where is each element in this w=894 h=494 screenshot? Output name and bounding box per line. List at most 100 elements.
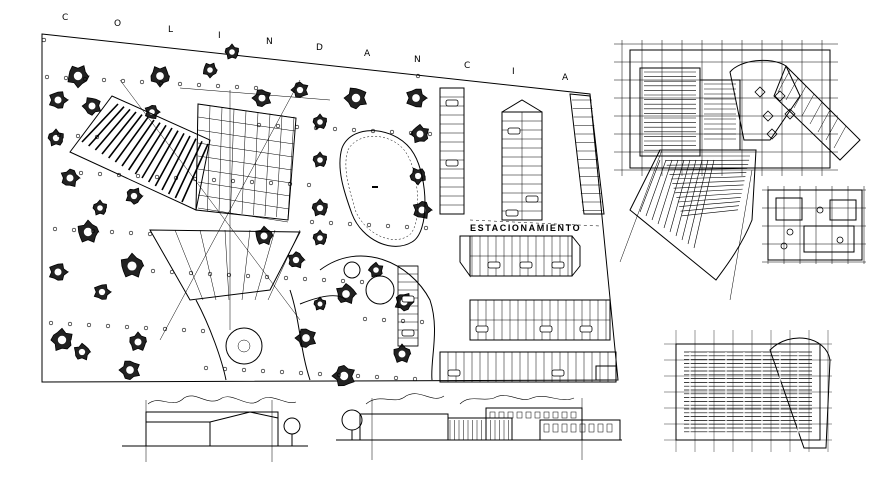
tree-symbol	[336, 282, 358, 305]
boundary-letter: C	[464, 61, 470, 71]
seating-row	[127, 122, 161, 171]
furniture-symbol	[786, 228, 794, 236]
shrub-symbol	[253, 85, 259, 91]
shrub-symbol	[150, 268, 156, 274]
tree-symbol	[311, 198, 328, 217]
furniture-symbol	[816, 206, 824, 214]
shrub-symbol	[264, 274, 270, 280]
trees	[47, 43, 434, 387]
shrub-symbol	[347, 221, 353, 227]
seating-row	[101, 111, 137, 155]
tree-symbol	[48, 91, 70, 109]
car-symbol	[445, 99, 459, 107]
boundary-letter: A	[364, 49, 371, 59]
shrub-symbol	[256, 122, 262, 128]
tree-symbol	[120, 252, 145, 278]
tree-symbol	[312, 151, 327, 168]
shrub-symbol	[241, 367, 247, 373]
shrub-symbol	[332, 126, 338, 132]
tree-symbol	[287, 251, 306, 269]
shrub-symbol	[158, 80, 164, 86]
tree-symbol	[294, 328, 317, 348]
car-symbol	[447, 369, 461, 377]
seating-row	[81, 103, 119, 143]
furniture-symbol	[762, 110, 774, 122]
shrub-symbol	[317, 371, 323, 377]
shrub-symbol	[419, 319, 425, 325]
seating-row	[167, 138, 197, 195]
car-symbol	[525, 195, 539, 203]
boundary-letter: O	[114, 19, 121, 29]
shrub-symbol	[97, 171, 103, 177]
car-symbol	[507, 127, 521, 135]
tree-symbol	[150, 66, 171, 88]
furniture-symbol	[774, 90, 786, 102]
garden-planter	[343, 261, 361, 279]
shrub-symbol	[86, 322, 92, 328]
shrub-symbol	[298, 370, 304, 376]
shrub-symbol	[355, 373, 361, 379]
shrub-symbol	[207, 271, 213, 277]
shrub-symbol	[120, 78, 126, 84]
shrub-symbol	[351, 127, 357, 133]
tree-symbol	[367, 261, 384, 278]
shrub-symbol	[260, 368, 266, 374]
car-symbol	[487, 261, 501, 269]
shrub-symbol	[196, 82, 202, 88]
shrubs	[41, 37, 433, 382]
garden-path	[299, 295, 347, 305]
shrub-symbol	[67, 321, 73, 327]
shrub-symbol	[381, 317, 387, 323]
furniture-symbol	[784, 108, 796, 120]
boundary-letter: L	[168, 25, 173, 35]
seating-row	[174, 140, 203, 199]
tree-symbol	[343, 87, 367, 110]
car-symbol	[475, 325, 489, 333]
shrub-symbol	[321, 277, 327, 283]
building-detail-plan	[762, 186, 866, 264]
car-symbol	[401, 329, 415, 337]
car-symbol	[519, 261, 533, 269]
seating-row	[147, 130, 179, 183]
shrub-symbol	[415, 73, 421, 79]
shrub-symbol	[283, 275, 289, 281]
seating-row	[134, 124, 167, 175]
car-symbol	[551, 261, 565, 269]
seating-row	[121, 119, 155, 167]
shrub-symbol	[181, 327, 187, 333]
shrub-symbol	[230, 178, 236, 184]
seating-row	[154, 132, 185, 187]
tree-symbol	[67, 65, 90, 89]
seating-row	[114, 116, 149, 163]
shrub-symbol	[340, 278, 346, 284]
car-symbol	[579, 325, 593, 333]
tree-symbol	[202, 62, 218, 79]
shrub-symbol	[328, 220, 334, 226]
tree-symbol	[125, 187, 144, 205]
shrub-symbol	[366, 222, 372, 228]
building-floor-plan	[614, 40, 861, 301]
garden-path	[319, 255, 435, 381]
tree-symbol	[60, 168, 81, 188]
furniture-symbol	[754, 86, 766, 98]
tree-symbol	[312, 229, 327, 246]
shrub-symbol	[75, 133, 81, 139]
tree-symbol	[331, 365, 355, 387]
shrub-symbol	[56, 132, 62, 138]
seating-row	[94, 108, 131, 151]
shrub-symbol	[226, 272, 232, 278]
tree-symbol	[77, 219, 100, 243]
shrub-symbol	[105, 323, 111, 329]
shrub-symbol	[374, 374, 380, 380]
parking-label: ESTACIONAMIENTO	[470, 223, 581, 233]
tree-symbol	[290, 81, 309, 98]
boundary-letter: N	[414, 55, 421, 65]
shrub-symbol	[412, 376, 418, 382]
shrub-symbol	[306, 182, 312, 188]
shrub-symbol	[128, 230, 134, 236]
shrub-symbol	[139, 79, 145, 85]
oval-garden	[339, 130, 426, 247]
shrub-symbol	[41, 37, 47, 43]
furniture-symbol	[836, 236, 844, 244]
